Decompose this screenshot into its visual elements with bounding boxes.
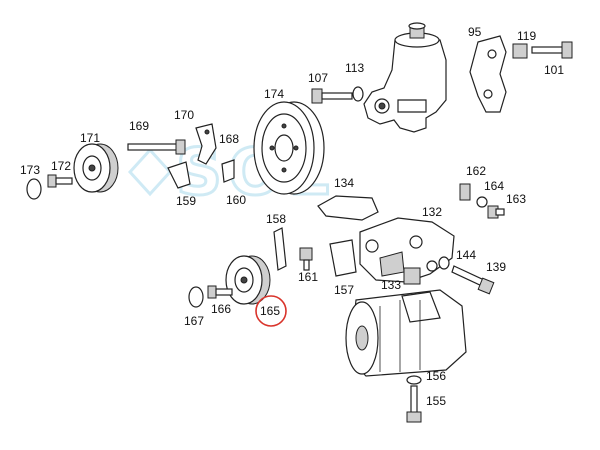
bracket-134 — [317, 195, 379, 221]
bolt-107 — [311, 88, 353, 104]
label-170: 170 — [174, 108, 194, 122]
spacer-162 — [459, 183, 471, 201]
compressor-bracket-132 — [359, 217, 455, 283]
cap-167 — [188, 286, 204, 308]
highlight-circle-165 — [255, 295, 287, 327]
bracket-157 — [329, 239, 357, 277]
label-139: 139 — [486, 260, 506, 274]
label-95: 95 — [468, 25, 482, 39]
label-133: 133 — [381, 278, 401, 292]
label-132: 132 — [422, 205, 442, 219]
bracket-168-170 — [195, 123, 217, 165]
label-156: 156 — [426, 369, 446, 383]
label-159: 159 — [176, 194, 196, 208]
label-165: 165 — [260, 304, 280, 318]
label-134: 134 — [334, 176, 354, 190]
bolt-172 — [47, 174, 73, 188]
mounting-bracket-95 — [469, 35, 507, 113]
label-144: 144 — [456, 248, 476, 262]
label-166: 166 — [211, 302, 231, 316]
label-160: 160 — [226, 193, 246, 207]
label-157: 157 — [334, 283, 354, 297]
bolt-139 — [451, 265, 495, 295]
bolt-169 — [127, 139, 186, 155]
mount-133 — [403, 267, 421, 285]
label-173: 173 — [20, 163, 40, 177]
bolt-163 — [487, 205, 505, 219]
label-101: 101 — [544, 63, 564, 77]
idler-pulley-171 — [73, 143, 119, 193]
nut-119 — [512, 43, 528, 59]
washer-156 — [406, 375, 422, 385]
bolt-166 — [207, 285, 233, 299]
clip-159 — [167, 161, 191, 189]
label-155: 155 — [426, 394, 446, 408]
pulley-165 — [225, 255, 271, 305]
label-107: 107 — [308, 71, 328, 85]
label-162: 162 — [466, 164, 486, 178]
washer-164 — [476, 196, 488, 208]
washer-144 — [438, 256, 450, 270]
cap-173 — [26, 178, 42, 200]
label-158: 158 — [266, 212, 286, 226]
label-113: 113 — [345, 61, 364, 75]
label-119: 119 — [517, 29, 536, 43]
bolt-155 — [406, 385, 422, 423]
label-169: 169 — [129, 119, 149, 133]
label-167: 167 — [184, 314, 204, 328]
strap-158 — [273, 227, 287, 271]
power-steering-pump — [363, 22, 447, 133]
washer-113 — [352, 86, 364, 102]
bolt-101 — [531, 41, 573, 59]
label-172: 172 — [51, 159, 71, 173]
label-174: 174 — [264, 87, 284, 101]
label-163: 163 — [506, 192, 526, 206]
bolt-161 — [299, 247, 313, 271]
pulley-174 — [253, 101, 325, 195]
ac-compressor — [345, 289, 467, 377]
label-168: 168 — [219, 132, 239, 146]
label-161: 161 — [298, 270, 318, 284]
label-164: 164 — [484, 179, 504, 193]
bracket-160 — [221, 159, 235, 183]
label-171: 171 — [80, 131, 100, 145]
